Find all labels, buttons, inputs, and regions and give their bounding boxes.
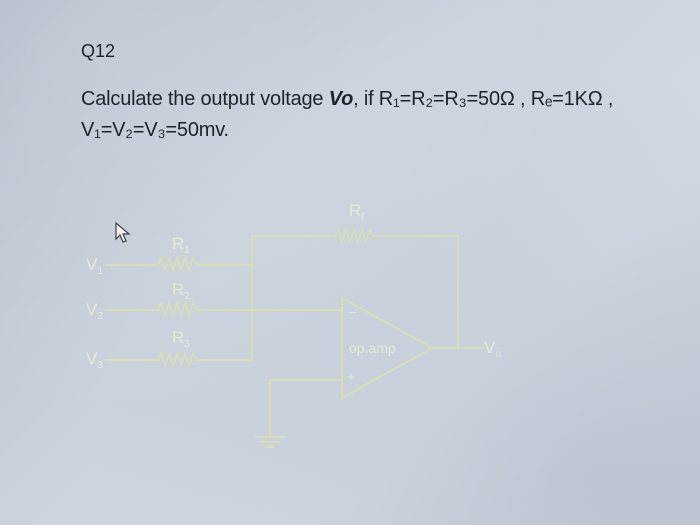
question-line-2: V₁=V₂=V₃=50mv. [81, 119, 229, 141]
question-line-1-suffix: , if R₁=R₂=R₃=50Ω , Rₑ=1KΩ , [353, 88, 614, 110]
feedback-resistor [334, 227, 375, 245]
question-number: Q12 [81, 41, 116, 61]
resistor-3-label: R3 [172, 328, 190, 350]
mouse-cursor-icon [115, 221, 131, 243]
resistor-1-label: R1 [172, 234, 190, 256]
input-1-voltage-label: V1 [86, 255, 103, 277]
input-2-voltage-label: V2 [86, 300, 103, 322]
input-branch-1: V1 R1 [86, 234, 253, 277]
input-3-voltage-label: V3 [86, 349, 103, 371]
output-voltage-label: Vo [484, 338, 501, 360]
input-branch-2: V2 R2 [86, 280, 343, 322]
feedback-resistor-label: Rf [349, 201, 364, 223]
question-line-1: Calculate the output voltage Vo, if R₁=R… [81, 84, 681, 115]
resistor-2-label: R2 [172, 280, 190, 302]
opamp-label: op.amp [349, 340, 396, 356]
question-text: Calculate the output voltage Vo, if R₁=R… [81, 84, 681, 146]
resistor-1 [157, 255, 198, 274]
input-branch-3: V3 R3 [86, 328, 253, 371]
opamp: − + op.amp [341, 296, 435, 400]
opamp-triangle [341, 296, 435, 400]
opamp-plus-sign: + [347, 369, 355, 384]
output-voltage-symbol: Vo [328, 88, 354, 110]
output-branch: Vo [431, 338, 501, 360]
ground-branch [255, 379, 343, 448]
question-line-1-prefix: Calculate the output voltage [81, 88, 329, 110]
feedback-loop: Rf [251, 201, 459, 361]
resistor-3 [157, 350, 198, 369]
resistor-2 [157, 300, 198, 319]
ground-icon [255, 436, 285, 448]
opamp-minus-sign: − [348, 304, 356, 320]
